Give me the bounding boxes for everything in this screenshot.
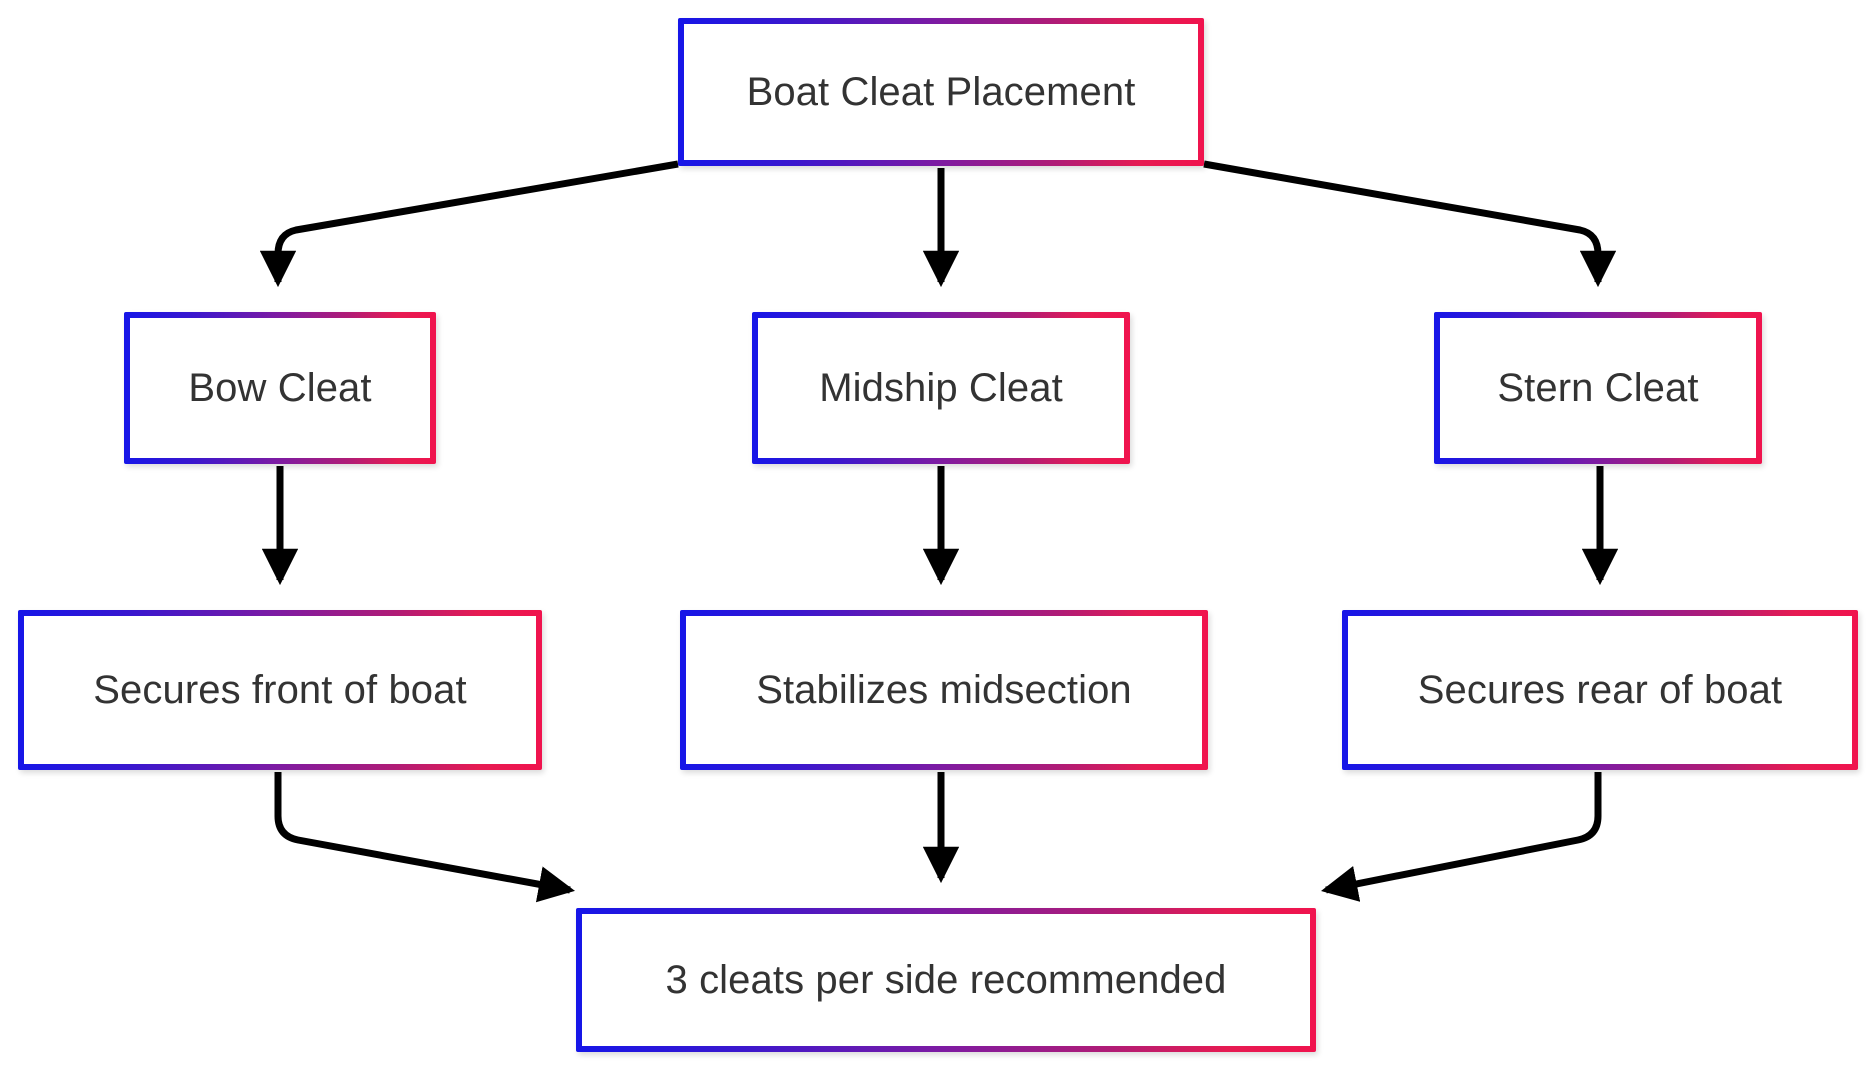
edge-root-to-bow (259, 160, 679, 288)
node-midship-cleat[interactable]: Midship Cleat (752, 312, 1130, 464)
node-label: Stabilizes midsection (756, 668, 1132, 712)
node-label: Secures rear of boat (1417, 668, 1783, 712)
node-label: 3 cleats per side recommended (665, 958, 1227, 1002)
node-label: Midship Cleat (819, 366, 1063, 410)
edge-root-to-stern (1203, 160, 1617, 288)
node-secures-front-of-boat[interactable]: Secures front of boat (18, 610, 542, 770)
edge-sternd-to-final (1321, 772, 1602, 902)
node-label: Boat Cleat Placement (746, 70, 1136, 114)
edge-bowd-to-final (274, 772, 576, 903)
node-label: Bow Cleat (188, 366, 372, 410)
node-label: Secures front of boat (93, 668, 467, 712)
node-label: Stern Cleat (1497, 366, 1699, 410)
node-stabilizes-midsection[interactable]: Stabilizes midsection (680, 610, 1208, 770)
node-three-cleats-per-side-recommended[interactable]: 3 cleats per side recommended (576, 908, 1316, 1052)
node-boat-cleat-placement[interactable]: Boat Cleat Placement (678, 18, 1204, 166)
node-secures-rear-of-boat[interactable]: Secures rear of boat (1342, 610, 1858, 770)
node-bow-cleat[interactable]: Bow Cleat (124, 312, 436, 464)
node-stern-cleat[interactable]: Stern Cleat (1434, 312, 1762, 464)
